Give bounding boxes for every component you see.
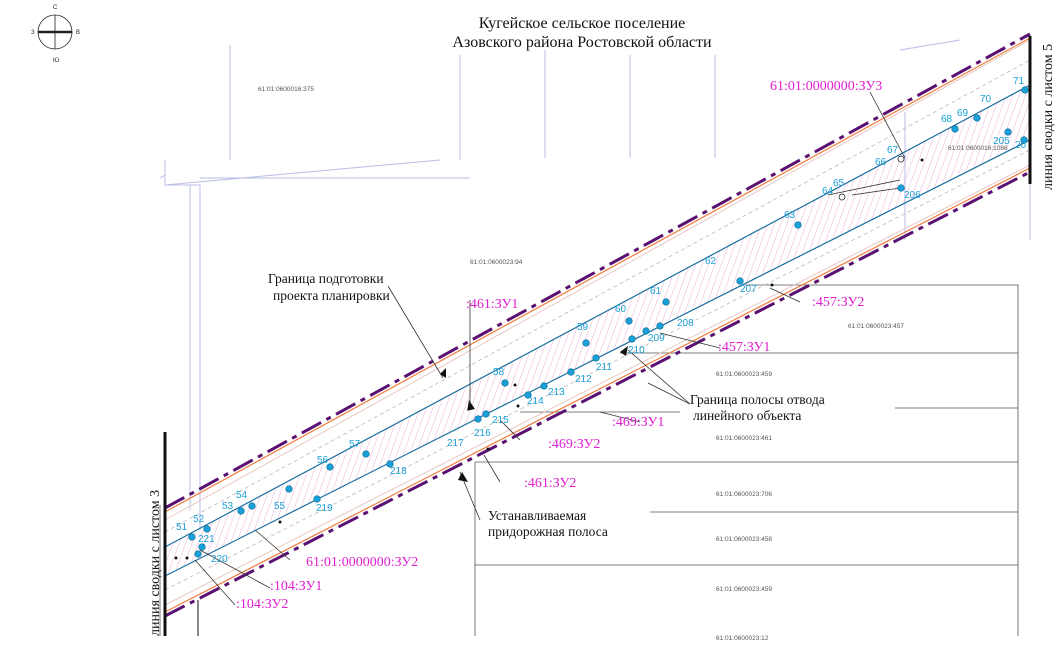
pt-71: 71: [1013, 76, 1025, 87]
pt-221: 221: [198, 534, 215, 545]
pt-61: 61: [650, 286, 662, 297]
land-plot-labels: 61:01:0000000:ЗУ3 :461:ЗУ1 :457:ЗУ2 :457…: [236, 79, 882, 612]
cadastral-375: 61:01:0600016:375: [258, 86, 314, 93]
right-sheet-junction-label: линия сводки с листом 5: [1041, 44, 1056, 190]
zu2-461-label: :461:ЗУ2: [524, 476, 576, 491]
pt-52: 52: [193, 514, 205, 525]
pt-55: 55: [274, 501, 286, 512]
pt-20: 20: [1015, 140, 1027, 151]
pt-68: 68: [941, 114, 953, 125]
boundary-points: [188, 86, 1029, 558]
pt-54: 54: [236, 490, 248, 501]
pt-209: 209: [648, 333, 665, 344]
cadastral-706: 61:01:0600023:706: [716, 491, 772, 498]
cadastral-458: 61:01:0600023:458: [716, 536, 772, 543]
zu1-104-label: :104:ЗУ1: [270, 579, 322, 594]
compass-rose: С Ю З В: [31, 5, 80, 64]
pt-217: 217: [447, 438, 464, 449]
pt-210: 210: [628, 345, 645, 356]
point-numbers: 51 52 53 54 55 56 57 58 59 60 61 62 63 6…: [176, 76, 1027, 565]
zu1-457-label: :457:ЗУ1: [718, 340, 770, 355]
pt-59: 59: [577, 322, 589, 333]
roadside-strip-label-2: придорожная полоса: [488, 524, 608, 539]
cadastral-457: 61:01:0600023:457: [848, 323, 904, 330]
cadastral-numbers: 61:01:0600016:375 61:01:0600016:1086 61:…: [258, 86, 1008, 642]
pt-57: 57: [349, 439, 361, 450]
zu2-457-label: :457:ЗУ2: [812, 295, 864, 310]
compass-south: Ю: [53, 58, 59, 64]
cadastral-459a: 61:01:0600023:459: [716, 371, 772, 378]
zu2-104-label: :104:ЗУ2: [236, 597, 288, 612]
pt-207: 207: [740, 284, 757, 295]
cadastral-1086: 61:01:0600016:1086: [948, 145, 1008, 152]
pt-212: 212: [575, 374, 592, 385]
pt-215: 215: [492, 415, 509, 426]
zu1-469-label: :469:ЗУ1: [612, 415, 664, 430]
cadastral-94: 61:01:0600023:94: [470, 259, 523, 266]
annotations: Граница подготовки проекта планировки Гр…: [268, 271, 825, 539]
planning-boundary: [164, 32, 1031, 618]
cadastral-461: 61:01:0600023:461: [716, 435, 772, 442]
pt-51: 51: [176, 522, 188, 533]
zu2-469-label: :469:ЗУ2: [548, 437, 600, 452]
compass-north: С: [53, 5, 58, 11]
pt-63: 63: [784, 210, 796, 221]
cadastral-459b: 61:01:0600023:459: [716, 586, 772, 593]
planning-boundary-label-2: проекта планировки: [273, 288, 390, 303]
pt-208: 208: [677, 318, 694, 329]
pt-67: 67: [887, 145, 899, 156]
zu2-main-label: 61:01:0000000:ЗУ2: [306, 555, 418, 570]
leader-lines: [194, 91, 906, 606]
pt-70: 70: [980, 94, 992, 105]
zu3-label: 61:01:0000000:ЗУ3: [770, 79, 882, 94]
map-title-line1: Кугейское сельское поселение: [479, 15, 686, 32]
pt-69: 69: [957, 108, 969, 119]
row-boundary-label-1: Граница полосы отвода: [690, 392, 825, 407]
roadside-strip-label-1: Устанавливаемая: [488, 508, 586, 523]
compass-west: З: [31, 30, 35, 36]
pt-65: 65: [833, 178, 845, 189]
pt-216: 216: [474, 428, 491, 439]
pt-213: 213: [548, 387, 565, 398]
pt-64: 64: [822, 186, 834, 197]
pt-56: 56: [317, 455, 329, 466]
right-of-way-hatch: [165, 85, 1030, 575]
cadastral-cut: 61:01:0600023:12: [716, 635, 769, 642]
pt-219: 219: [316, 503, 333, 514]
pt-62: 62: [705, 256, 717, 267]
black-dots: [174, 158, 924, 560]
pt-205: 205: [993, 136, 1010, 147]
compass-east: В: [76, 30, 80, 36]
roadside-strip-lines: [164, 37, 1031, 613]
planning-boundary-label-1: Граница подготовки: [268, 271, 384, 286]
pt-60: 60: [615, 304, 627, 315]
row-boundary-label-2: линейного объекта: [693, 408, 801, 423]
pt-218: 218: [390, 466, 407, 477]
left-sheet-junction-label: линия сводки с листом 3: [148, 490, 163, 636]
pt-211: 211: [596, 362, 612, 373]
pt-214: 214: [527, 396, 544, 407]
zu1-461-label: :461:ЗУ1: [466, 297, 518, 312]
map-title-line2: Азовского района Ростовской области: [452, 34, 712, 51]
pt-58: 58: [493, 367, 505, 378]
pt-53: 53: [222, 501, 234, 512]
pt-220: 220: [211, 554, 228, 565]
road-edge-lines: [164, 59, 1031, 591]
pt-206: 206: [904, 190, 921, 201]
open-points: [838, 155, 905, 201]
pt-66: 66: [875, 157, 887, 168]
